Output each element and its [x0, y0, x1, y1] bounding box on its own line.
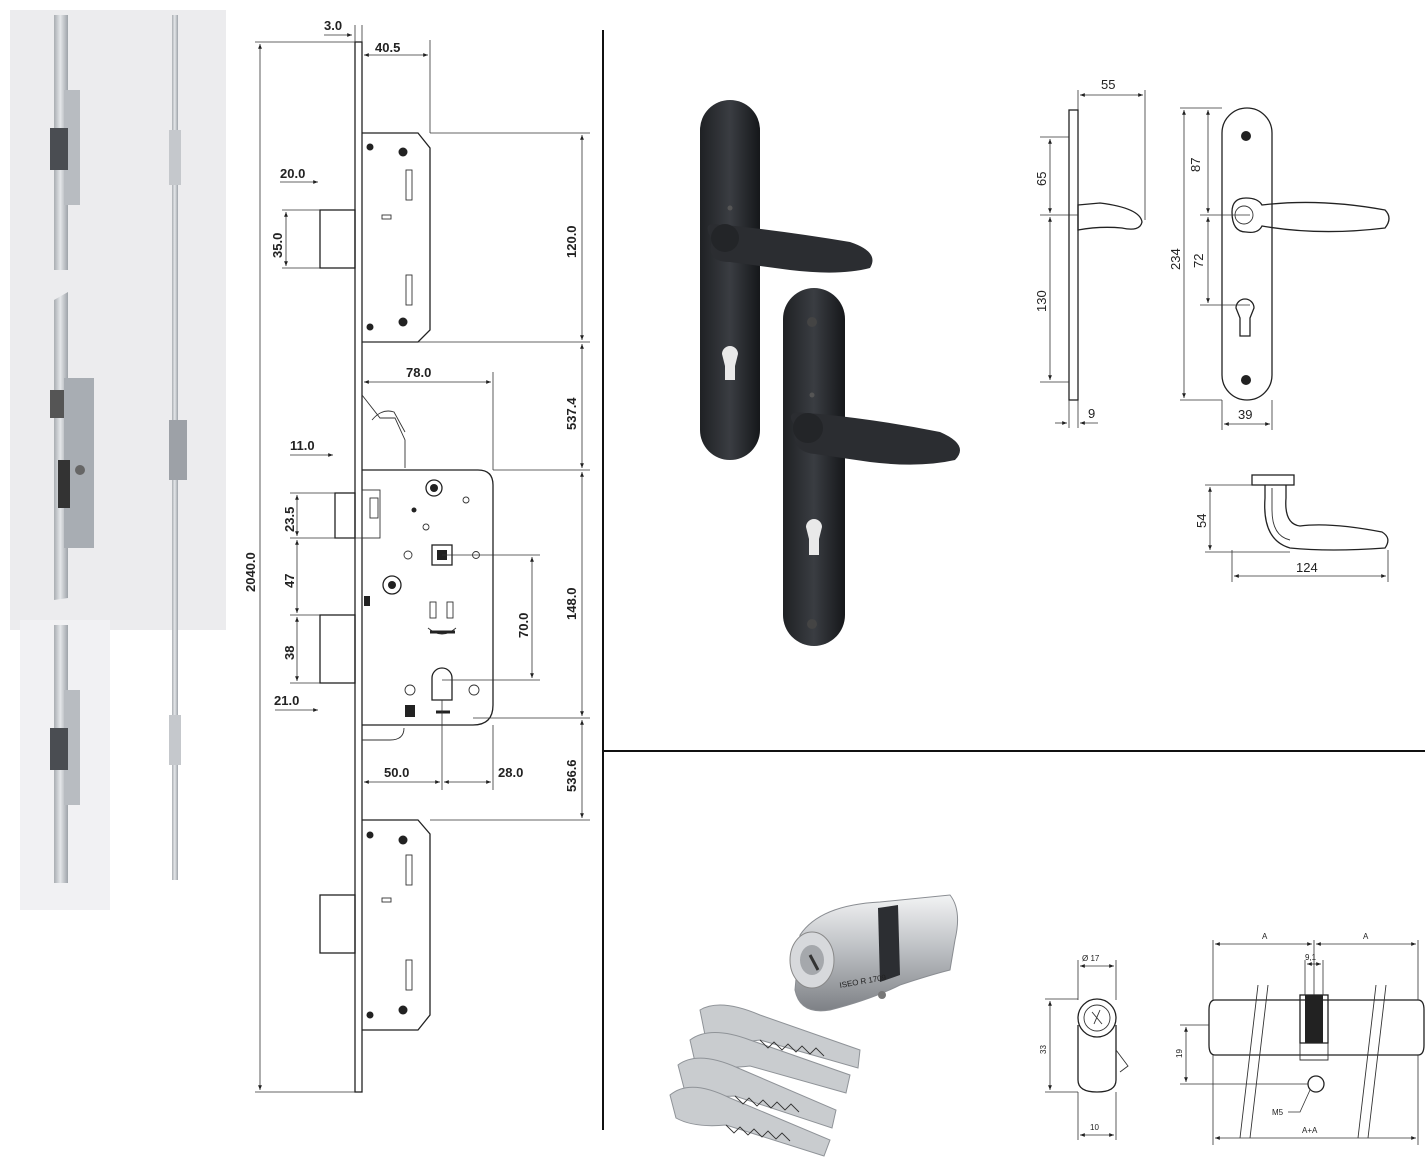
- dim-top-offset: 3.0: [324, 18, 342, 33]
- lock-photo: [10, 10, 226, 910]
- dim-top-box-height: 120.0: [564, 225, 579, 258]
- dim-lever-length: 124: [1296, 560, 1318, 575]
- dim-backset-width: 78.0: [406, 365, 431, 380]
- cylinder-drawing: Ø 17 33 10 A A 9,1 19: [1039, 932, 1425, 1145]
- dim-latch-offset: 20.0: [280, 166, 305, 181]
- dim-latch-small: 11.0: [290, 438, 315, 453]
- handle-side-profile: [1068, 109, 1079, 401]
- dim-faceplate-width: 40.5: [375, 40, 400, 55]
- dim-rear: 28.0: [498, 765, 523, 780]
- dim-87: 87: [1188, 158, 1203, 172]
- dim-backset: 50.0: [384, 765, 409, 780]
- dim-bottom-offset: 21.0: [274, 693, 299, 708]
- handle-photo: [700, 100, 960, 646]
- dim-plate-thickness: 9: [1088, 406, 1095, 421]
- dim-diameter: Ø 17: [1082, 954, 1100, 963]
- handle-front-plate: [1221, 107, 1273, 401]
- dim-projection: 55: [1101, 77, 1115, 92]
- dim-height-19: 19: [1175, 1049, 1184, 1058]
- handle-lever-top-view: [1251, 474, 1295, 486]
- dim-23-5: 23.5: [282, 507, 297, 532]
- dim-bolt-height: 35.0: [270, 233, 285, 258]
- dim-a-right: A: [1363, 932, 1369, 941]
- dim-total: A+A: [1302, 1126, 1318, 1135]
- dim-cam: 9,1: [1305, 953, 1317, 962]
- dim-upper: 65: [1034, 172, 1049, 186]
- dim-plate-width: 39: [1238, 407, 1252, 422]
- dim-lower: 130: [1034, 290, 1049, 312]
- dim-total-length: 2040.0: [243, 552, 258, 592]
- top-lock-case: [362, 132, 431, 343]
- dim-height-33: 33: [1039, 1045, 1048, 1054]
- cylinder-side-view: [1208, 984, 1425, 1139]
- dim-width-10: 10: [1090, 1123, 1099, 1132]
- dim-47: 47: [282, 574, 297, 588]
- cylinder-end-view: [1077, 998, 1129, 1093]
- main-lock-case: [362, 469, 494, 726]
- dim-top-gap: 537.4: [564, 397, 579, 430]
- dim-bottom-gap: 536.6: [564, 759, 579, 792]
- lock-faceplate: [354, 41, 363, 1093]
- bottom-lock-case: [362, 819, 431, 1031]
- lock-drawing: 3.0 40.5 20.0 35.0 120.0 78.0 537.4 11.0…: [243, 18, 590, 1093]
- dim-screw: M5: [1272, 1108, 1284, 1117]
- dim-a-left: A: [1262, 932, 1268, 941]
- cylinder-photo: ISEO R 1709: [669, 894, 959, 1157]
- handle-drawing: 55 65 130 9 87 234 72 39: [1034, 77, 1390, 582]
- dim-38: 38: [282, 646, 297, 660]
- dim-main-box-height: 148.0: [564, 587, 579, 620]
- dim-72: 72: [1191, 254, 1206, 268]
- dim-lever-height: 54: [1194, 514, 1209, 528]
- dim-center-distance: 70.0: [516, 613, 531, 638]
- dim-plate-height: 234: [1168, 248, 1183, 270]
